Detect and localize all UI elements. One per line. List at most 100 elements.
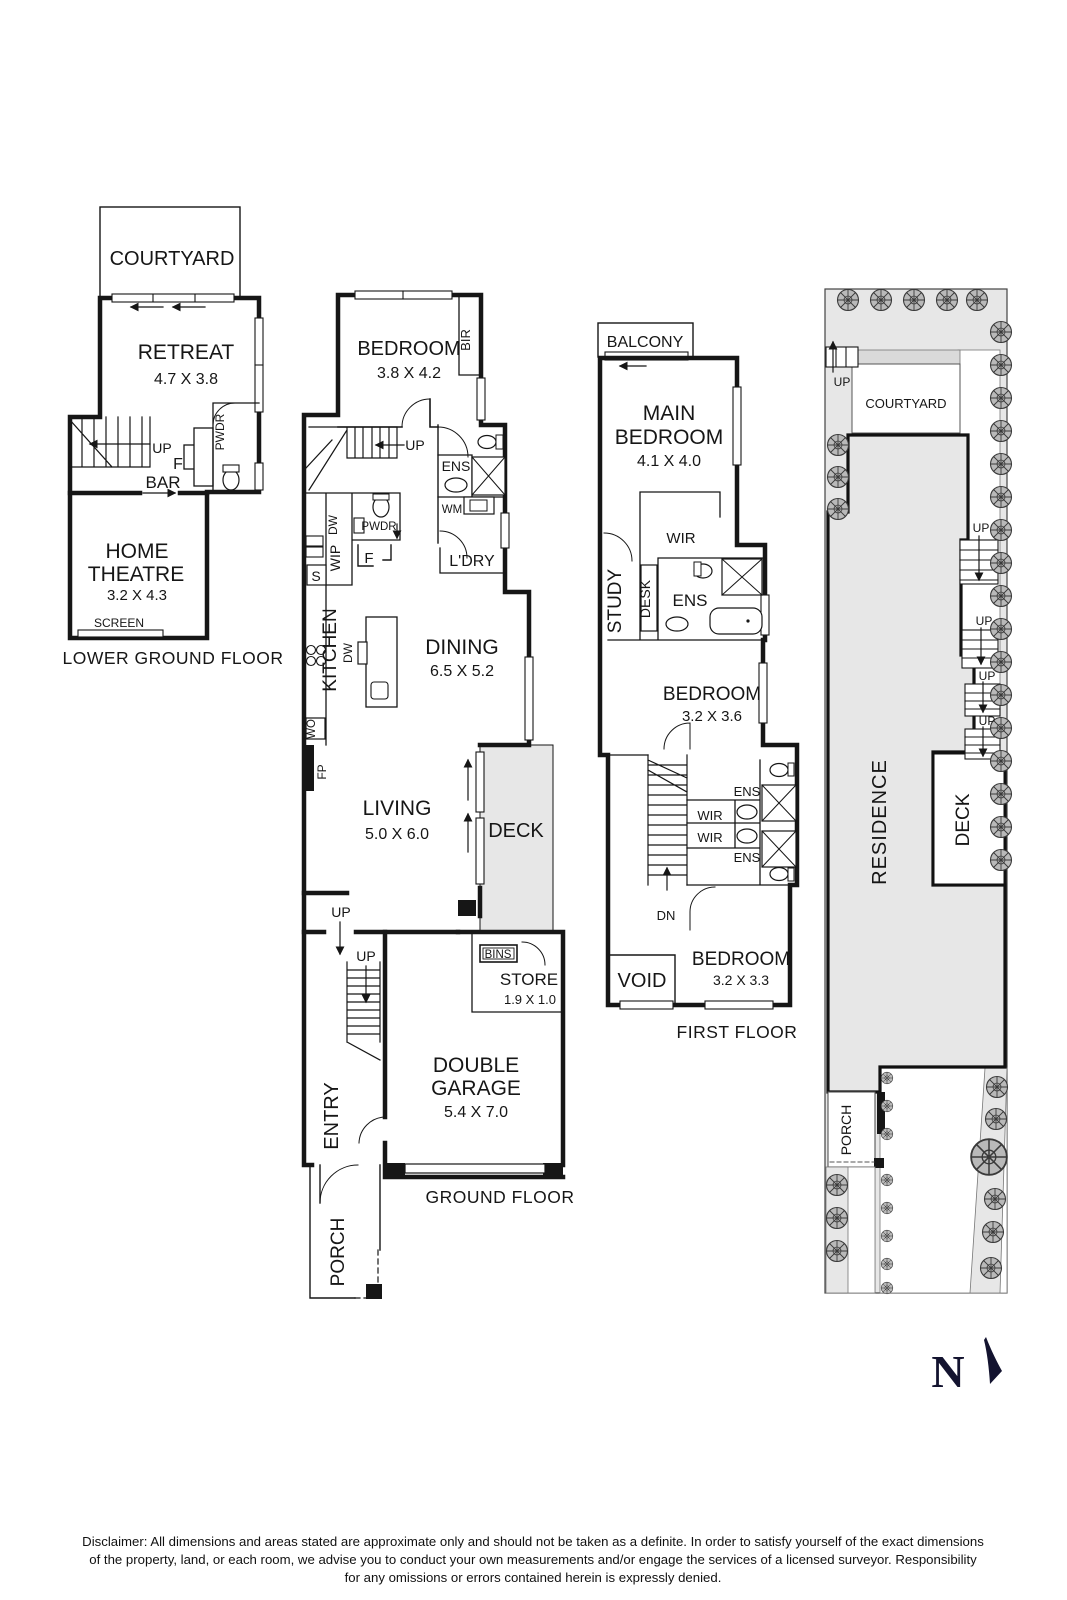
lgf-home-theatre-line2: THEATRE <box>88 563 184 586</box>
gf-store-label: STORE <box>500 970 558 989</box>
gf-up-landing-label: UP <box>331 904 350 920</box>
gf-garage-door <box>404 1163 546 1174</box>
site-porch-box <box>827 1091 876 1168</box>
north-arrow: N <box>931 1337 1002 1397</box>
ff-ens3-label: ENS <box>734 850 761 865</box>
site-up3-label: UP <box>976 614 993 628</box>
ground-floor-plan: BEDROOM 3.8 X 4.2 BIR UP ENS WM L'DRY PW… <box>301 290 575 1299</box>
ff-main-bedroom-line2: BEDROOM <box>615 426 724 449</box>
ff-bedroom2-dims: 3.2 X 3.6 <box>682 708 742 725</box>
gf-laundry-label: L'DRY <box>449 553 495 570</box>
lgf-home-theatre-dims: 3.2 X 4.3 <box>107 587 167 604</box>
gf-island-sink <box>370 681 389 700</box>
gf-living-label: LIVING <box>363 797 432 820</box>
gf-ens-label: ENS <box>442 458 471 474</box>
gf-bins-label: BINS <box>485 949 512 961</box>
site-up2-label: UP <box>973 521 990 535</box>
lgf-screen-label: SCREEN <box>94 616 144 630</box>
gf-wm-label: WM <box>442 504 462 516</box>
gf-porch-walls <box>309 1164 381 1299</box>
ff-bedroom3-dims: 3.2 X 3.3 <box>713 972 769 988</box>
ff-ens-bath <box>709 607 763 635</box>
ff-wir3-label: WIR <box>697 830 722 845</box>
gf-upper-stairs <box>305 426 398 491</box>
gf-title: GROUND FLOOR <box>426 1187 575 1207</box>
gf-outer-walls <box>301 292 532 1168</box>
ff-ens-basin <box>665 616 689 632</box>
lower-ground-floor-plan: COURTYARD RETREAT 4.7 X 3.8 UP F BAR PWD… <box>63 206 284 668</box>
disclaimer-line2: of the property, land, or each room, we … <box>89 1552 977 1567</box>
lgf-up-label: UP <box>152 440 171 456</box>
gf-kitchen-label: KITCHEN <box>320 608 341 691</box>
gf-bedroom-label: BEDROOM <box>357 338 460 360</box>
site-stairs-top <box>825 346 859 368</box>
lgf-courtyard-outline <box>99 206 241 299</box>
lgf-bar-label: BAR <box>146 473 181 492</box>
gf-fireplace <box>304 745 314 791</box>
gf-dining-dims: 6.5 X 5.2 <box>430 663 494 680</box>
ff-ens-main-label: ENS <box>673 591 708 610</box>
gf-dw-island-label: DW <box>341 642 355 663</box>
lgf-fridge-label: F <box>173 456 183 473</box>
site-residence-label: RESIDENCE <box>869 759 891 885</box>
gf-up-lower-label: UP <box>356 948 375 964</box>
first-floor-plan: BALCONY MAIN BEDROOM 4.1 X 4.0 WIR STUDY… <box>597 322 800 1042</box>
gf-up-label: UP <box>405 437 424 453</box>
gf-bedroom-dims: 3.8 X 4.2 <box>377 365 441 382</box>
gf-cooktop <box>305 644 327 667</box>
gf-fp-label: FP <box>315 764 329 779</box>
ff-balcony-label: BALCONY <box>607 334 684 351</box>
ff-dn-label: DN <box>657 908 676 923</box>
ff-void-label: VOID <box>618 970 667 992</box>
gf-dw-pantry-label: DW <box>326 514 340 535</box>
ff-wir2-label: WIR <box>697 808 722 823</box>
gf-entry-label: ENTRY <box>321 1082 343 1149</box>
ff-ens-shower <box>721 558 763 596</box>
ff-desk-bench <box>640 564 658 632</box>
gf-store-dims: 1.9 X 1.0 <box>504 992 556 1007</box>
ff-desk-label: DESK <box>637 579 653 618</box>
lgf-retreat-label: RETREAT <box>138 341 235 364</box>
lgf-title: LOWER GROUND FLOOR <box>63 648 284 668</box>
lgf-pwdr-label: PWDR <box>213 413 227 450</box>
gf-garage-dims: 5.4 X 7.0 <box>444 1104 508 1121</box>
site-courtyard-label: COURTYARD <box>865 396 946 411</box>
ff-bedroom2-label: BEDROOM <box>663 684 761 705</box>
ff-main-bedroom-line1: MAIN <box>643 402 696 425</box>
north-letter: N <box>931 1346 964 1397</box>
gf-fridge-label: F <box>364 550 373 567</box>
gf-sink-label: S <box>311 568 320 584</box>
ff-outer-walls <box>597 355 800 1008</box>
disclaimer-line3: for any omissions or errors contained he… <box>345 1570 722 1585</box>
lgf-screen-shape <box>77 629 164 638</box>
ff-bedroom3-label: BEDROOM <box>692 949 790 970</box>
site-deck-label: DECK <box>953 793 974 846</box>
gf-wip-label: WIP <box>327 545 343 571</box>
lgf-stairs <box>69 416 151 468</box>
gf-ens-shower <box>471 456 506 496</box>
gf-deck-area <box>479 744 554 933</box>
gf-garage-line2: GARAGE <box>431 1077 521 1100</box>
lgf-bar-bench <box>193 427 214 487</box>
gf-garage-line1: DOUBLE <box>433 1054 519 1077</box>
site-up1-label: UP <box>834 375 851 389</box>
site-plan: UP COURTYARD UP UP UP UP RESIDENCE DECK … <box>824 288 1013 1295</box>
lgf-courtyard-label: COURTYARD <box>110 248 235 270</box>
gf-bins-box <box>479 944 518 963</box>
ff-balcony-outline <box>597 322 694 358</box>
gf-ens-toilet <box>477 434 497 450</box>
lgf-toilet <box>222 469 240 491</box>
gf-bir-label: BIR <box>458 329 473 351</box>
ff-stairs <box>647 754 688 886</box>
gf-wo-label: WO <box>306 719 318 739</box>
gf-living-dims: 5.0 X 6.0 <box>365 826 429 843</box>
gf-garage-walls <box>382 929 566 1180</box>
lgf-retreat-dims: 4.7 X 3.8 <box>154 371 218 388</box>
site-courtyard-box <box>851 363 961 434</box>
gf-ens-basin <box>444 477 468 493</box>
site-porch-label: PORCH <box>838 1105 854 1156</box>
lgf-home-theatre-line1: HOME <box>106 540 169 563</box>
ff-wir-main-label: WIR <box>666 530 695 547</box>
